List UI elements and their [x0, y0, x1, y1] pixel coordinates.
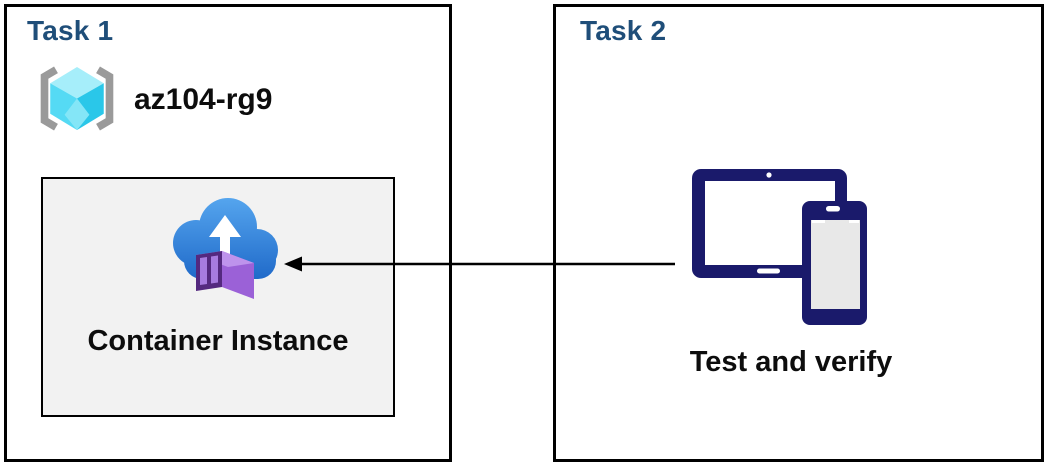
- resource-group-name: az104-rg9: [134, 82, 273, 116]
- test-and-verify-label: Test and verify: [689, 346, 893, 378]
- task2-title: Task 2: [580, 15, 667, 46]
- container-instance-icon: [172, 194, 282, 306]
- devices-icon: [688, 164, 873, 329]
- resource-group-icon: [34, 64, 120, 133]
- container-instance-icon-svg: [173, 198, 278, 299]
- task1-panel: Task 1 az104-rg9: [4, 4, 452, 462]
- resource-group-row: az104-rg9: [34, 64, 272, 133]
- task2-panel: Task 2 Test and verify: [553, 4, 1044, 462]
- container-instance-box: Container Instance: [41, 177, 395, 417]
- task1-title: Task 1: [27, 15, 114, 46]
- devices-icon-svg: [692, 169, 867, 325]
- resource-group-icon-svg: [40, 66, 114, 131]
- container-instance-label: Container Instance: [87, 325, 349, 357]
